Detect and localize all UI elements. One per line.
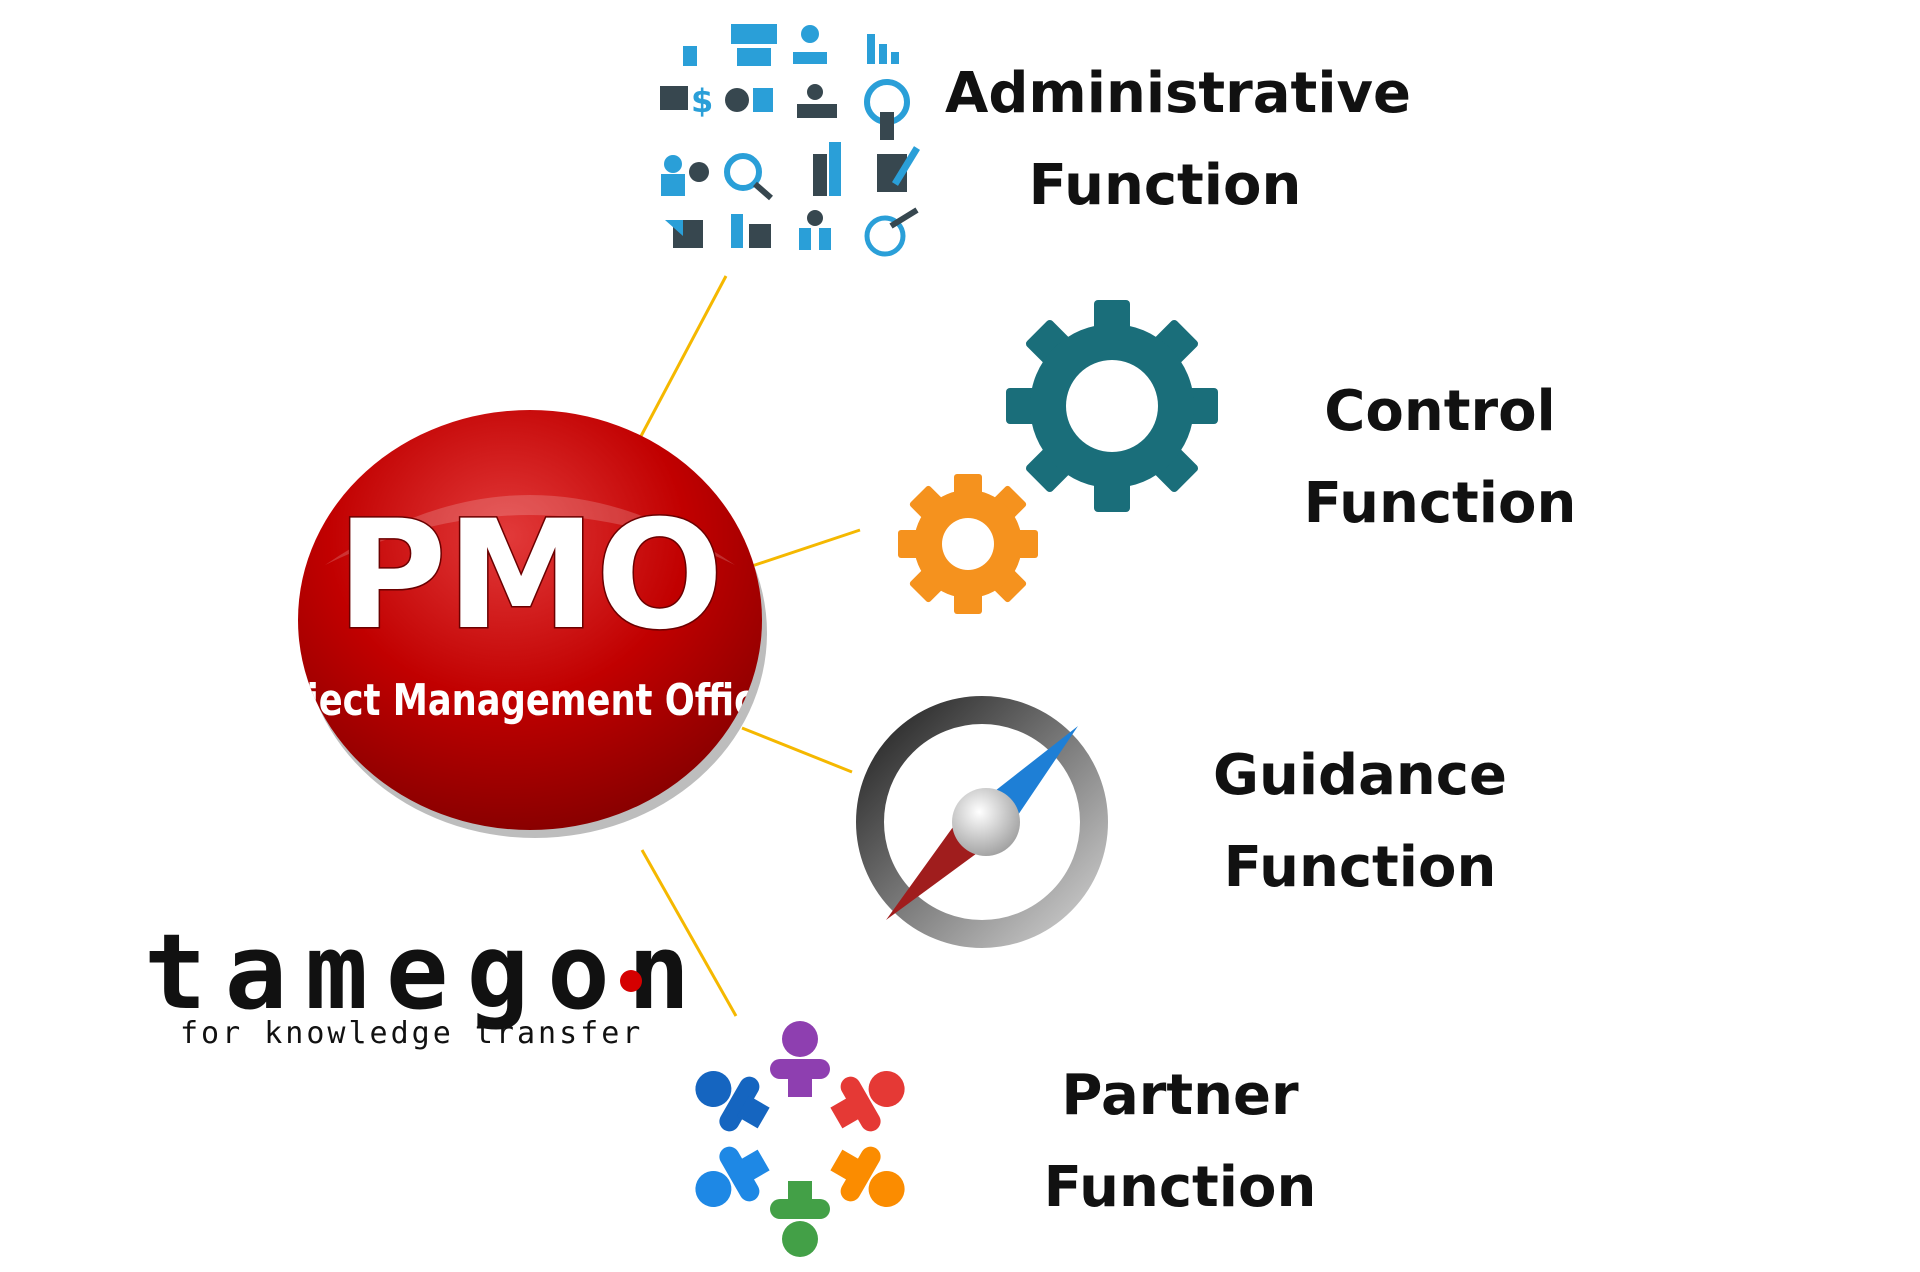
logo-dot xyxy=(620,970,642,992)
label-partner-line1: Partner xyxy=(1061,1063,1299,1128)
pmo-title: PMO xyxy=(337,489,724,663)
connector-control xyxy=(751,528,861,568)
business-icons-grid-icon: $ xyxy=(660,24,920,257)
label-guidance-line2: Function xyxy=(1223,835,1497,900)
label-administrative-line2: Function xyxy=(1028,153,1302,218)
label-administrative: Administrative Function xyxy=(945,48,1411,232)
pmo-subtitle: roject Management Offic xyxy=(285,675,755,726)
label-partner: Partner Function xyxy=(1030,1050,1330,1234)
logo-tagline: for knowledge transfer xyxy=(180,1016,644,1051)
label-guidance: Guidance Function xyxy=(1210,730,1510,914)
label-administrative-line1: Administrative xyxy=(945,61,1411,126)
svg-text:$: $ xyxy=(691,82,713,120)
label-control-line2: Function xyxy=(1303,471,1577,536)
label-guidance-line1: Guidance xyxy=(1213,743,1507,808)
connector-guidance xyxy=(741,726,853,774)
connector-administrative xyxy=(638,275,728,439)
compass-icon xyxy=(856,696,1108,948)
logo-wordmark: tamegon xyxy=(144,911,709,1033)
connector-partner xyxy=(640,849,738,1017)
people-circle-icon xyxy=(695,1021,905,1257)
pmo-circle: PMO roject Management Offic xyxy=(285,410,767,838)
gears-icon xyxy=(898,300,1218,614)
label-control-line1: Control xyxy=(1324,379,1556,444)
label-control: Control Function xyxy=(1290,366,1590,550)
label-partner-line2: Function xyxy=(1043,1155,1317,1220)
tamegon-logo: tamegon for knowledge transfer xyxy=(140,920,690,1060)
